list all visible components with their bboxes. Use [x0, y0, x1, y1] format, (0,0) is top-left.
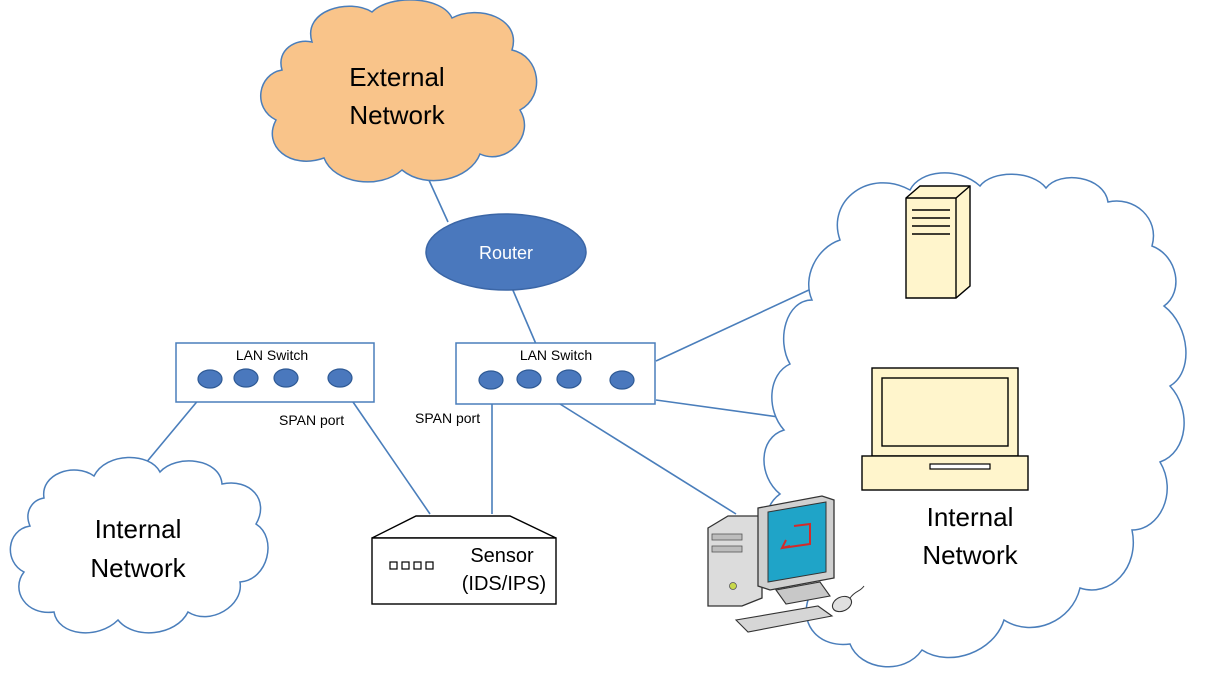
desktop-computer-icon: [861, 367, 1029, 491]
workstation-icon: [707, 495, 865, 633]
lan-switch-right-label: LAN Switch: [520, 347, 592, 363]
router: Router: [425, 213, 587, 291]
external-network-cloud: External Network: [260, 0, 538, 183]
router-label: Router: [479, 243, 533, 263]
switch-port: [516, 369, 542, 389]
link-switch-workstation: [559, 403, 737, 515]
sensor-led: [413, 561, 422, 570]
sensor-device: Sensor (IDS/IPS): [371, 515, 557, 605]
link-router-switch: [511, 287, 537, 345]
internal-network-left-label-line1: Internal: [95, 514, 182, 544]
sensor-led: [425, 561, 434, 570]
internal-network-right-label-line1: Internal: [927, 502, 1014, 532]
switch-port: [556, 369, 582, 389]
link-span-left-sensor: [341, 385, 431, 515]
switch-port: [327, 368, 353, 388]
switch-port: [273, 368, 299, 388]
external-network-label-line1: External: [349, 62, 444, 92]
lan-switch-left: LAN Switch: [175, 342, 375, 403]
span-port-right-label: SPAN port: [415, 410, 480, 426]
switch-port: [609, 370, 635, 390]
internal-network-left-cloud: Internal Network: [9, 456, 269, 634]
internal-network-right-label-line2: Network: [922, 540, 1018, 570]
external-network-label-line2: Network: [349, 100, 445, 130]
lan-switch-right: LAN Switch: [455, 342, 656, 405]
sensor-led: [401, 561, 410, 570]
span-port-left-label: SPAN port: [279, 412, 344, 428]
switch-port: [478, 370, 504, 390]
switch-port: [233, 368, 259, 388]
internal-network-left-label-line2: Network: [90, 553, 186, 583]
sensor-led: [389, 561, 398, 570]
link-external-router: [427, 177, 449, 223]
server-icon: [905, 185, 971, 299]
sensor-label-line1: Sensor: [470, 545, 534, 567]
lan-switch-left-label: LAN Switch: [236, 347, 308, 363]
switch-port: [197, 369, 223, 389]
sensor-label-line2: (IDS/IPS): [462, 573, 546, 595]
